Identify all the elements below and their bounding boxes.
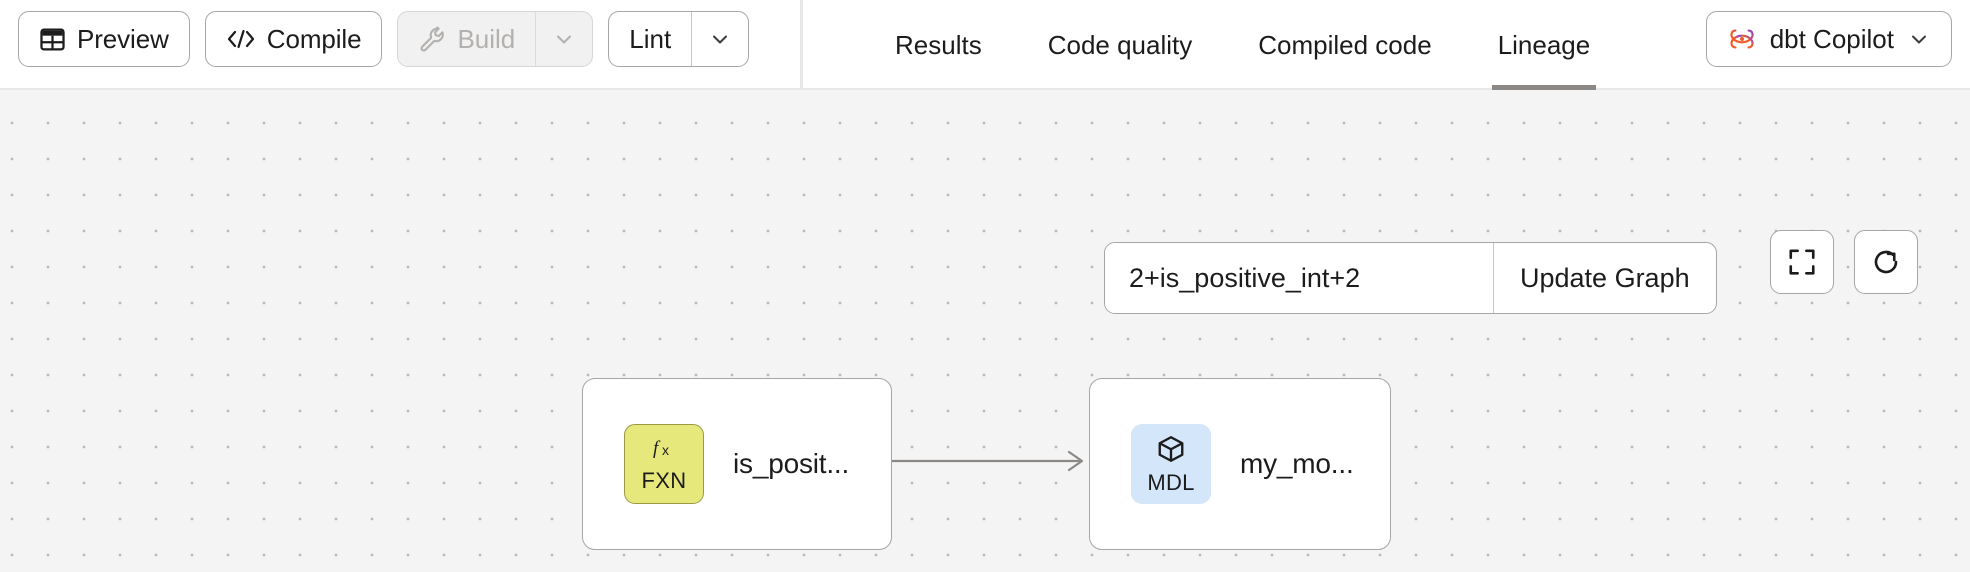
toolbar-tabs-divider — [800, 0, 803, 90]
dbt-copilot-button[interactable]: dbt Copilot — [1705, 11, 1952, 67]
svg-text:x: x — [662, 442, 669, 458]
graph-selector-input[interactable] — [1105, 243, 1493, 313]
svg-text:f: f — [653, 438, 661, 459]
tab-lineage-label: Lineage — [1497, 29, 1591, 60]
action-toolbar: Preview Compile — [18, 11, 750, 67]
fullscreen-button[interactable] — [1770, 230, 1834, 294]
node-badge-fxn-label: FXN — [641, 468, 687, 493]
build-button-label: Build — [457, 23, 516, 54]
node-badge-mdl: MDL — [1131, 424, 1211, 504]
tab-code-quality-label: Code quality — [1047, 29, 1193, 60]
node-badge-mdl-label: MDL — [1147, 470, 1195, 495]
build-dropdown-toggle — [535, 12, 592, 66]
preview-button-label: Preview — [77, 23, 169, 54]
node-label-is-positive-int: is_posit... — [733, 448, 850, 479]
header-bar: Preview Compile — [0, 0, 1970, 90]
node-label-my-model: my_mo... — [1240, 448, 1354, 479]
tab-results[interactable]: Results — [862, 0, 1015, 90]
lineage-node-my-model[interactable]: MDL my_mo... — [1089, 378, 1391, 550]
compile-button-label: Compile — [266, 23, 362, 54]
tab-compiled-code-label: Compiled code — [1258, 29, 1432, 60]
update-graph-button[interactable]: Update Graph — [1493, 243, 1716, 313]
lint-button-group[interactable]: Lint — [608, 11, 750, 67]
canvas-controls — [1770, 230, 1918, 294]
lineage-node-is-positive-int[interactable]: f x FXN is_posit... — [582, 378, 892, 550]
tab-lineage[interactable]: Lineage — [1465, 0, 1624, 90]
chevron-down-icon — [1907, 27, 1931, 51]
tab-code-quality[interactable]: Code quality — [1015, 0, 1226, 90]
build-button-group: Build — [397, 11, 594, 67]
code-brackets-icon — [226, 27, 256, 51]
update-graph-label: Update Graph — [1520, 262, 1690, 293]
wrench-icon — [418, 25, 446, 53]
cube-icon — [1156, 434, 1186, 468]
dbt-copilot-label: dbt Copilot — [1769, 23, 1894, 54]
lineage-canvas[interactable]: Update Graph — [0, 90, 1970, 572]
node-badge-fxn: f x FXN — [624, 424, 704, 504]
chevron-down-icon — [708, 27, 732, 51]
compile-button[interactable]: Compile — [204, 11, 383, 67]
function-icon: f x — [649, 436, 679, 466]
lint-dropdown-toggle[interactable] — [691, 12, 748, 66]
tab-bar: Results Code quality Compiled code Linea… — [862, 0, 1623, 90]
tab-results-label: Results — [895, 29, 982, 60]
lineage-edge — [890, 446, 1090, 476]
refresh-button[interactable] — [1854, 230, 1918, 294]
lint-button[interactable]: Lint — [609, 12, 691, 66]
build-button: Build — [398, 12, 535, 66]
preview-button[interactable]: Preview — [18, 11, 190, 67]
lint-button-label: Lint — [629, 23, 672, 54]
refresh-icon — [1871, 247, 1901, 277]
chevron-down-icon — [552, 27, 576, 51]
table-icon — [39, 26, 66, 53]
graph-selector: Update Graph — [1104, 242, 1717, 314]
tab-compiled-code[interactable]: Compiled code — [1225, 0, 1464, 90]
dbt-copilot-atom-icon — [1727, 24, 1757, 54]
fullscreen-icon — [1787, 247, 1817, 277]
